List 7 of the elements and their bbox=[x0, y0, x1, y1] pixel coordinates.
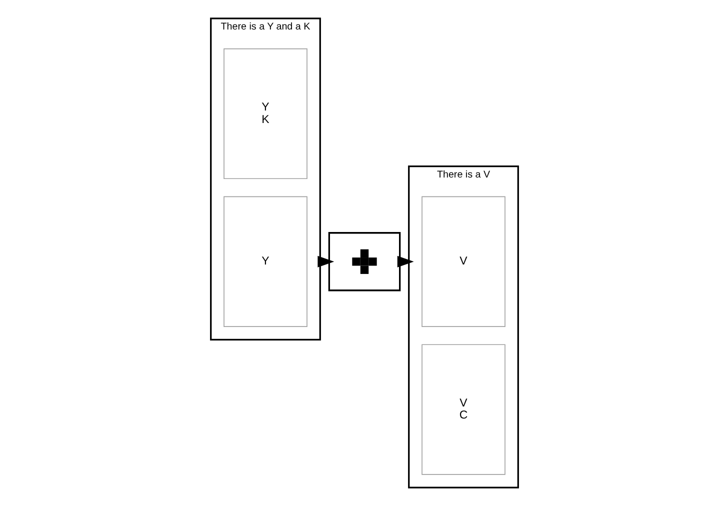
node-box: V bbox=[421, 196, 505, 327]
arrow bbox=[396, 256, 414, 268]
node-box: Y bbox=[223, 196, 307, 327]
arrow bbox=[317, 256, 334, 268]
cluster bbox=[328, 232, 400, 292]
node-box: V C bbox=[421, 344, 505, 475]
node-box: Y K bbox=[223, 48, 307, 180]
